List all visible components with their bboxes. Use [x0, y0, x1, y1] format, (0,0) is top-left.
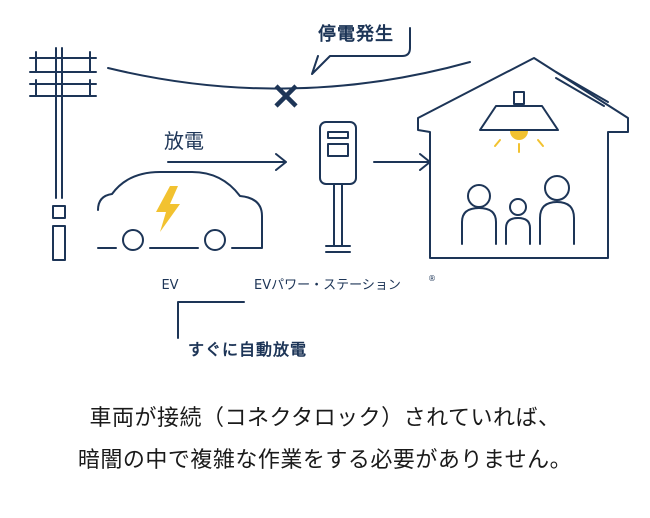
- outage-callout: [311, 27, 411, 75]
- power-line: [107, 61, 471, 90]
- ev-label: EV: [161, 278, 178, 293]
- discharge-label: 放電: [164, 129, 204, 153]
- station-label: EVパワー・ステーション: [254, 278, 401, 293]
- ev-car-icon: [97, 171, 263, 251]
- house-icon: [417, 57, 629, 259]
- lamp-light-icon: [494, 131, 544, 153]
- discharge-arrow: [167, 153, 287, 171]
- instant-discharge-bracket: [177, 301, 245, 339]
- outage-cross-icon: [274, 84, 298, 108]
- house-arrow: [373, 153, 431, 171]
- outage-label: 停電発生: [318, 23, 394, 45]
- lightning-bolt-icon: [156, 186, 180, 232]
- instant-discharge-label: すぐに自動放電: [188, 340, 307, 359]
- utility-pole-icon: [29, 47, 97, 261]
- power-outage-diagram: 停電発生 放電 EV EVパワー・ステーション ® すぐに自動放電: [29, 23, 629, 359]
- caption-line-1: 車両が接続（コネクタロック）されていれば、: [89, 406, 561, 431]
- family-icon: [461, 175, 575, 245]
- registered-mark: ®: [428, 274, 436, 283]
- ceiling-lamp-icon: [479, 91, 559, 131]
- charging-station-icon: [319, 121, 357, 253]
- caption-line-2: 暗闇の中で複雑な作業をする必要がありません。: [77, 448, 573, 473]
